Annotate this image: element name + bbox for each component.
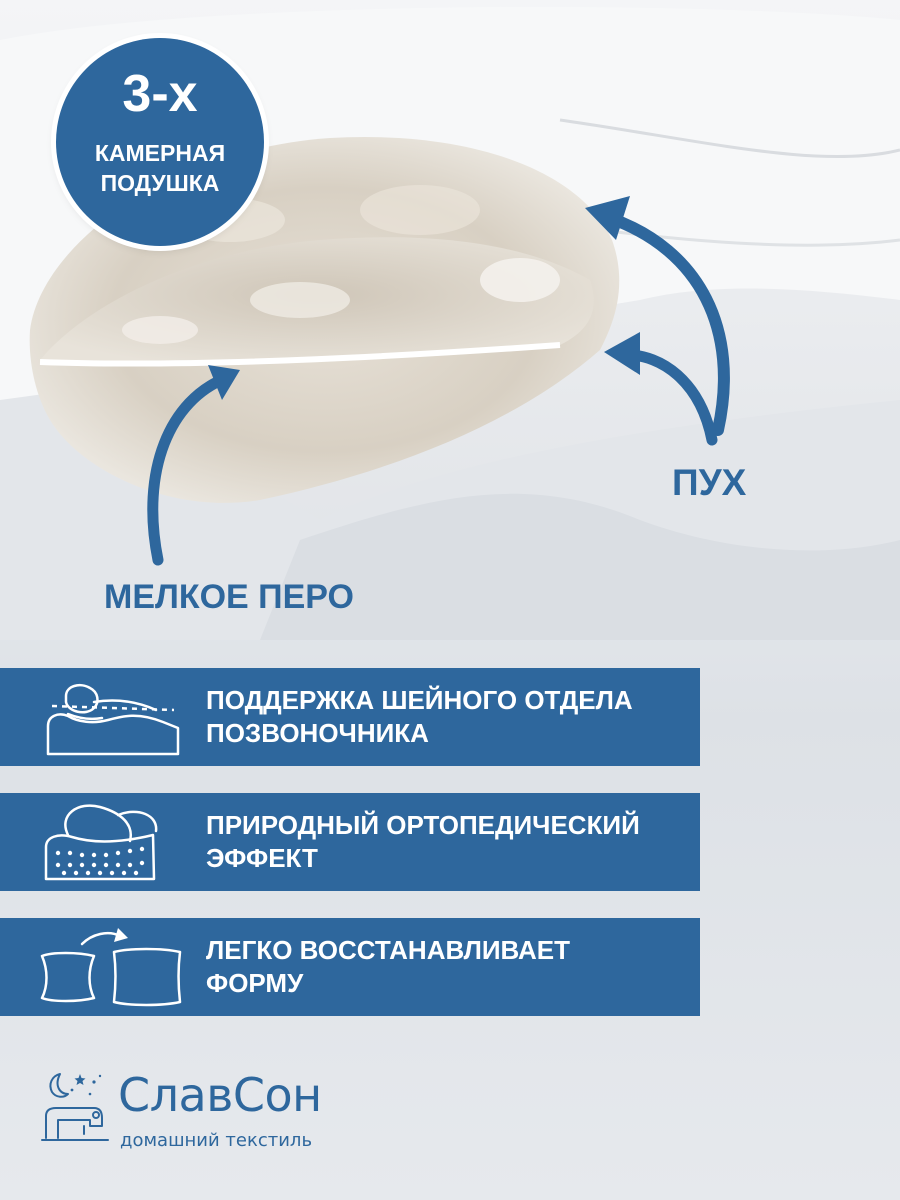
feature-text: ЛЕГКО ВОССТАНАВЛИВАЕТ ФОРМУ: [206, 918, 686, 1016]
feature-line-1: ПРИРОДНЫЙ ОРТОПЕДИЧЕСКИЙ: [206, 810, 640, 840]
pillow-photo: 3-х КАМЕРНАЯ ПОДУШКА ПУХ МЕЛКОЕ ПЕРО: [0, 0, 900, 640]
badge-line-1: КАМЕРНАЯ: [94, 140, 226, 166]
feature-line-1: ПОДДЕРЖКА ШЕЙНОГО ОТДЕЛА: [206, 685, 633, 715]
sewing-machine-moon-icon: [41, 1073, 109, 1141]
feature-text: ПОДДЕРЖКА ШЕЙНОГО ОТДЕЛА ПОЗВОНОЧНИКА: [206, 668, 686, 766]
feature-line-2: ЭФФЕКТ: [206, 843, 318, 873]
feature-orthopedic: ПРИРОДНЫЙ ОРТОПЕДИЧЕСКИЙ ЭФФЕКТ: [0, 793, 700, 891]
badge-line-2: ПОДУШКА: [100, 170, 220, 196]
orthopedic-pillow-icon: [44, 804, 158, 881]
badge-caption: КАМЕРНАЯ ПОДУШКА: [56, 138, 264, 198]
badge-number: 3-х: [122, 65, 198, 123]
brand-tagline: домашний текстиль: [120, 1130, 313, 1151]
feature-line-2: ПОЗВОНОЧНИКА: [206, 718, 429, 748]
feather-label: МЕЛКОЕ ПЕРО: [104, 578, 354, 616]
feature-neck-support: ПОДДЕРЖКА ШЕЙНОГО ОТДЕЛА ПОЗВОНОЧНИКА: [0, 668, 700, 766]
neck-support-pillow-icon: [46, 684, 180, 756]
feature-text: ПРИРОДНЫЙ ОРТОПЕДИЧЕСКИЙ ЭФФЕКТ: [206, 793, 686, 891]
down-label: ПУХ: [672, 462, 747, 503]
feature-line-1: ЛЕГКО ВОССТАНАВЛИВАЕТ: [206, 935, 571, 965]
feature-restore-shape: ЛЕГКО ВОССТАНАВЛИВАЕТ ФОРМУ: [0, 918, 700, 1016]
pillow-restore-shape-icon: [40, 928, 182, 1007]
three-chamber-badge: 3-х КАМЕРНАЯ ПОДУШКА: [56, 38, 264, 246]
brand-logo: СлавСон домашний текстиль: [38, 1068, 358, 1158]
feature-line-2: ФОРМУ: [206, 968, 304, 998]
brand-name: СлавСон: [118, 1068, 322, 1122]
